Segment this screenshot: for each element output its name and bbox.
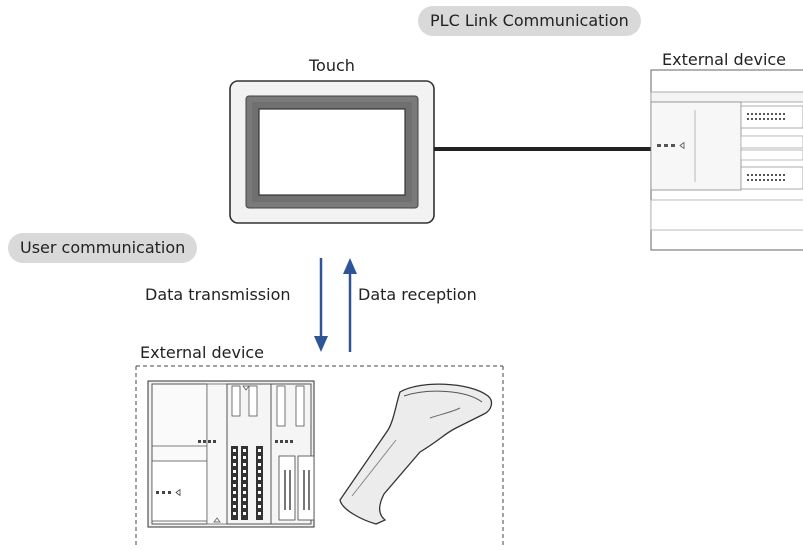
external-device-top-label: External device (662, 50, 787, 69)
touch-panel-device (229, 80, 435, 224)
external-plc-bottom-device (147, 380, 315, 528)
touch-label: Touch (309, 56, 355, 75)
external-plc-top-device (650, 69, 803, 251)
data-reception-arrow (343, 258, 357, 352)
data-transmission-arrow (314, 258, 328, 352)
external-device-group-boundary (135, 365, 504, 546)
external-device-bottom-label: External device (140, 343, 265, 362)
user-communication-label: User communication (8, 233, 198, 263)
barcode-scanner-device (339, 383, 493, 525)
data-reception-label: Data reception (358, 285, 477, 304)
data-transmission-label: Data transmission (145, 285, 291, 304)
plc-link-communication-label: PLC Link Communication (418, 6, 641, 36)
